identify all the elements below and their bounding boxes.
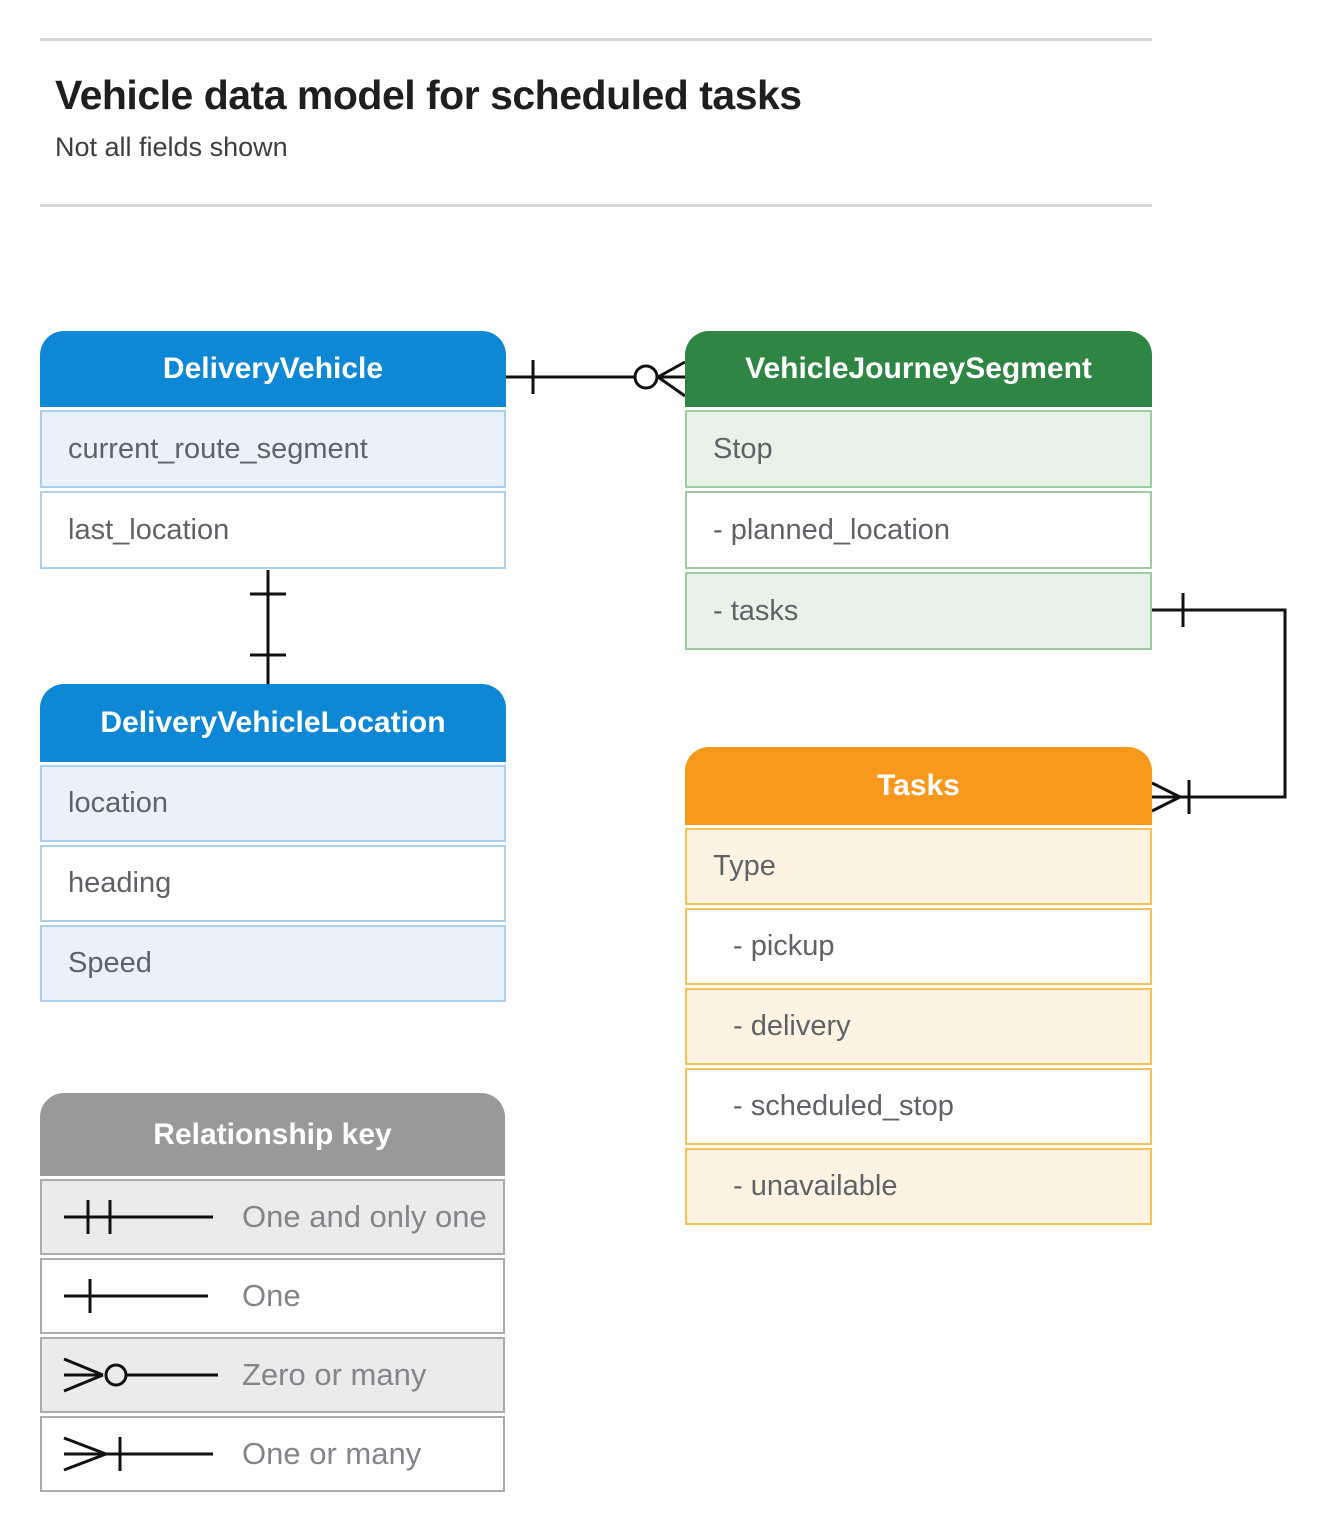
field-planned-location: - planned_location bbox=[685, 491, 1152, 569]
legend-item-one: One bbox=[40, 1258, 505, 1334]
legend-item-one-or-many: One or many bbox=[40, 1416, 505, 1492]
connector-deliveryvehicle-deliveryvehiclelocation bbox=[250, 570, 286, 684]
legend-item-zero-or-many: Zero or many bbox=[40, 1337, 505, 1413]
one-icon bbox=[64, 1279, 208, 1313]
field-type: Type bbox=[685, 828, 1152, 905]
connector-vehiclejourneysegment-tasks bbox=[1151, 593, 1287, 814]
field-unavailable: - unavailable bbox=[685, 1148, 1152, 1225]
connector-deliveryvehicle-vehiclejourneysegment bbox=[506, 360, 686, 398]
relationship-key: Relationship key One and only one One Ze bbox=[40, 1093, 505, 1492]
entity-delivery-vehicle-title: DeliveryVehicle bbox=[40, 331, 506, 407]
entity-vehicle-journey-segment: VehicleJourneySegment Stop - planned_loc… bbox=[685, 331, 1152, 650]
page-subtitle: Not all fields shown bbox=[55, 132, 288, 162]
entity-delivery-vehicle-location: DeliveryVehicleLocation location heading… bbox=[40, 684, 506, 1002]
legend-label: One bbox=[242, 1278, 301, 1313]
field-location: location bbox=[40, 765, 506, 842]
one-and-only-one-icon bbox=[64, 1200, 213, 1234]
entity-delivery-vehicle: DeliveryVehicle current_route_segment la… bbox=[40, 331, 506, 569]
field-scheduled-stop: - scheduled_stop bbox=[685, 1068, 1152, 1145]
entity-delivery-vehicle-location-title: DeliveryVehicleLocation bbox=[40, 684, 506, 762]
legend-label: One and only one bbox=[242, 1199, 487, 1234]
entity-tasks: Tasks Type - pickup - delivery - schedul… bbox=[685, 747, 1152, 1225]
field-stop: Stop bbox=[685, 410, 1152, 488]
zero-or-many-icon bbox=[63, 1357, 218, 1393]
legend-item-one-and-only-one: One and only one bbox=[40, 1179, 505, 1255]
legend-label: One or many bbox=[242, 1436, 422, 1471]
field-current-route-segment: current_route_segment bbox=[40, 410, 506, 488]
field-heading: heading bbox=[40, 845, 506, 922]
relationship-key-title: Relationship key bbox=[40, 1093, 505, 1176]
field-pickup: - pickup bbox=[685, 908, 1152, 985]
one-or-many-icon bbox=[63, 1436, 213, 1472]
page-title: Vehicle data model for scheduled tasks bbox=[55, 72, 802, 118]
legend-label: Zero or many bbox=[242, 1357, 427, 1392]
field-last-location: last_location bbox=[40, 491, 506, 569]
entity-vehicle-journey-segment-title: VehicleJourneySegment bbox=[685, 331, 1152, 407]
field-delivery: - delivery bbox=[685, 988, 1152, 1065]
top-divider bbox=[40, 38, 1152, 41]
field-speed: Speed bbox=[40, 925, 506, 1002]
field-tasks: - tasks bbox=[685, 572, 1152, 650]
entity-tasks-title: Tasks bbox=[685, 747, 1152, 825]
header-divider bbox=[40, 204, 1152, 207]
